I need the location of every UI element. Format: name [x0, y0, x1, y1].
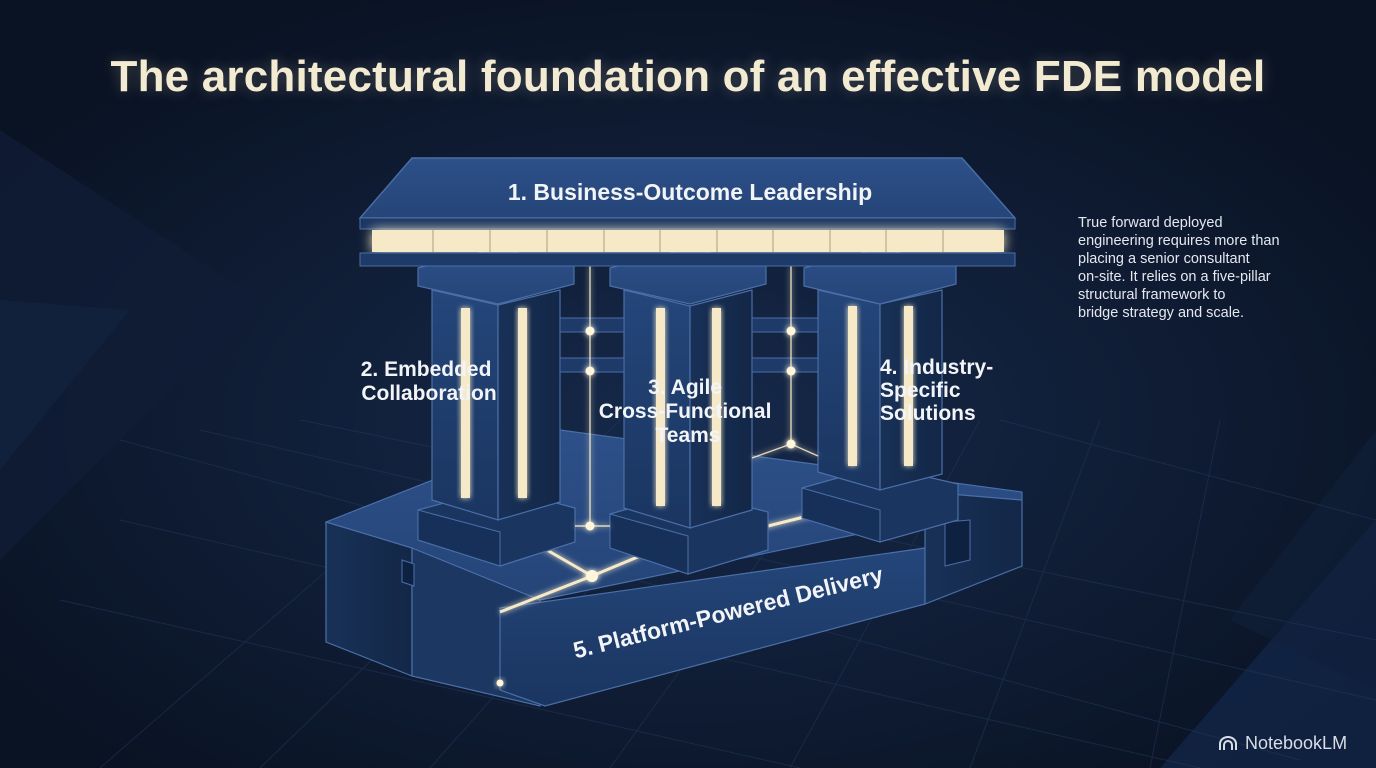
pillar-middle-label: 3. Agile Cross-Functional Teams — [599, 376, 778, 447]
pillar-left-label-line-1: 2. Embedded — [361, 358, 492, 381]
background-shape-right-inner — [1230, 430, 1376, 690]
pillar-right — [801, 247, 959, 543]
pillar-middle — [609, 247, 769, 575]
pillar-right-label-line-3: Solutions — [880, 402, 976, 425]
connector-beams — [559, 266, 819, 531]
pillar-left — [417, 247, 576, 567]
pillar-left-label-line-2: Collaboration — [361, 382, 496, 405]
notebooklm-logo-icon — [1219, 736, 1237, 750]
background-shape-left-inner — [0, 300, 130, 470]
background-shape-left — [0, 130, 260, 560]
pillar-left-label: 2. Embedded Collaboration — [361, 358, 498, 405]
pillar-middle-label-line-3: Teams — [656, 424, 721, 447]
roof-label: 1. Business-Outcome Leadership — [508, 179, 872, 205]
pillar-right-label: 4. Industry- Specific Solutions — [880, 356, 999, 425]
roof-beam — [358, 157, 1017, 267]
brand-name: NotebookLM — [1245, 732, 1348, 753]
pillar-middle-label-line-2: Cross-Functional — [599, 400, 772, 423]
pillar-right-label-line-2: Specific — [880, 379, 961, 402]
description-text: True forward deployed engineering requir… — [1078, 215, 1280, 321]
pillar-right-label-line-1: 4. Industry- — [880, 356, 993, 379]
page-title: The architectural foundation of an effec… — [110, 52, 1266, 101]
pillar-middle-label-line-1: 3. Agile — [648, 376, 722, 399]
brand-watermark: NotebookLM — [1218, 732, 1347, 754]
